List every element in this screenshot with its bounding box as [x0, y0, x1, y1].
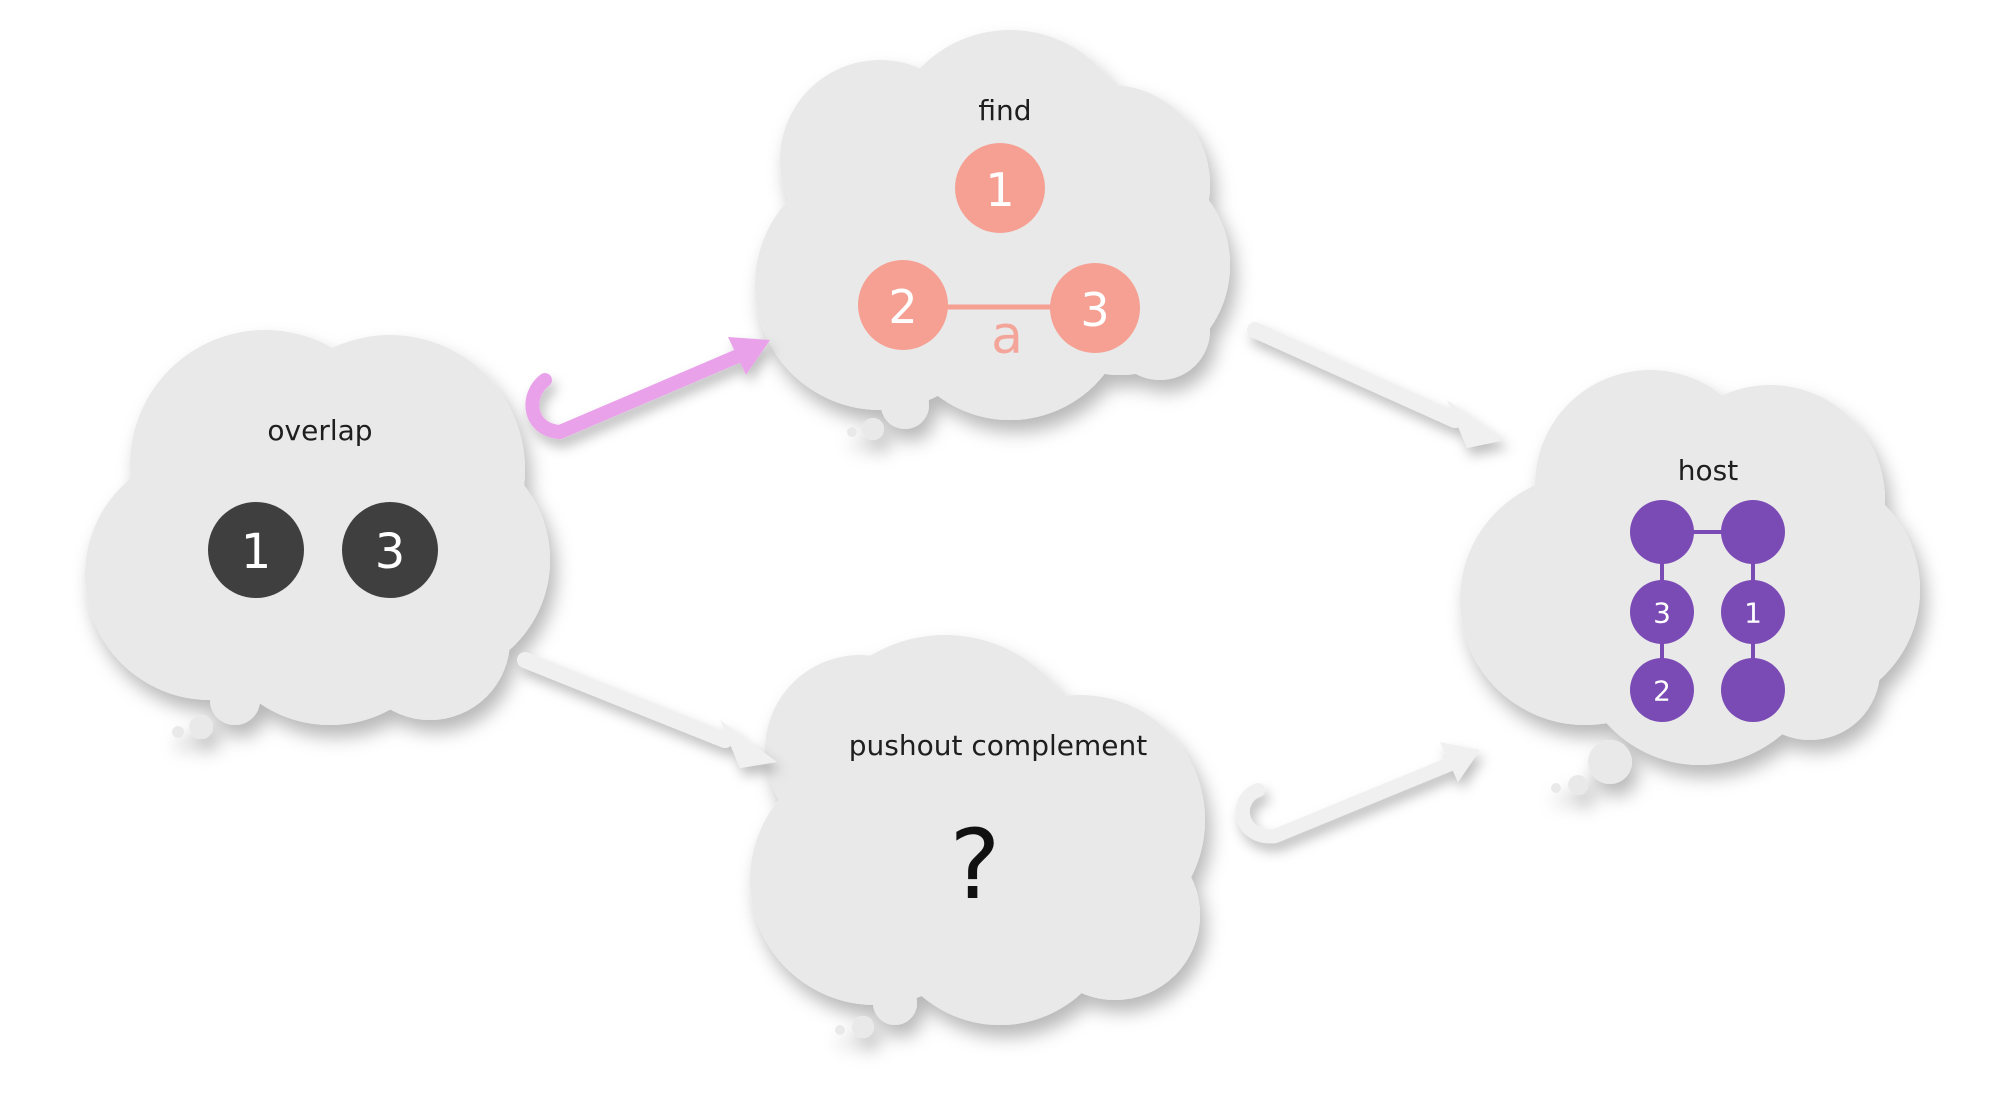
find-title: find [978, 94, 1031, 127]
find-node-3-label: 3 [1080, 283, 1109, 337]
host-node-3 [1630, 580, 1694, 644]
find-cloud [755, 30, 1230, 440]
host-cloud [1460, 370, 1920, 795]
overlap-node-3 [342, 502, 438, 598]
overlap-node-3-label: 3 [375, 524, 406, 580]
host-node-2-label: 2 [1653, 675, 1671, 708]
host-title: host [1678, 454, 1738, 487]
overlap-to-find-arrow [525, 337, 770, 440]
overlap-title: overlap [267, 414, 372, 447]
host-node-top-left [1630, 500, 1694, 564]
find-node-1-label: 1 [985, 163, 1014, 217]
host-node-2 [1630, 658, 1694, 722]
pushout-complement-cloud [750, 635, 1205, 1038]
overlap-nodes: 1 3 [208, 502, 438, 598]
find-node-2-label: 2 [888, 280, 917, 334]
host-node-1-label: 1 [1744, 597, 1762, 630]
overlap-to-pushout-arrow [517, 652, 777, 768]
pushout-complement-title: pushout complement [849, 729, 1147, 762]
find-nodes: a 1 2 3 [858, 143, 1140, 366]
find-edge-label: a [991, 306, 1023, 366]
host-node-top-right [1721, 500, 1785, 564]
host-node-1 [1721, 580, 1785, 644]
find-to-host-arrow [1247, 322, 1505, 448]
find-node-1 [955, 143, 1045, 233]
find-node-3 [1050, 263, 1140, 353]
host-nodes: 3 1 2 [1630, 500, 1785, 722]
host-node-bottom-right [1721, 658, 1785, 722]
overlap-node-1-label: 1 [241, 524, 272, 580]
overlap-node-1 [208, 502, 304, 598]
overlap-cloud [85, 330, 550, 739]
pushout-to-host-arrow [1235, 742, 1480, 844]
host-node-3-label: 3 [1653, 597, 1671, 630]
find-node-2 [858, 260, 948, 350]
pushout-complement-unknown: ? [950, 809, 1001, 921]
